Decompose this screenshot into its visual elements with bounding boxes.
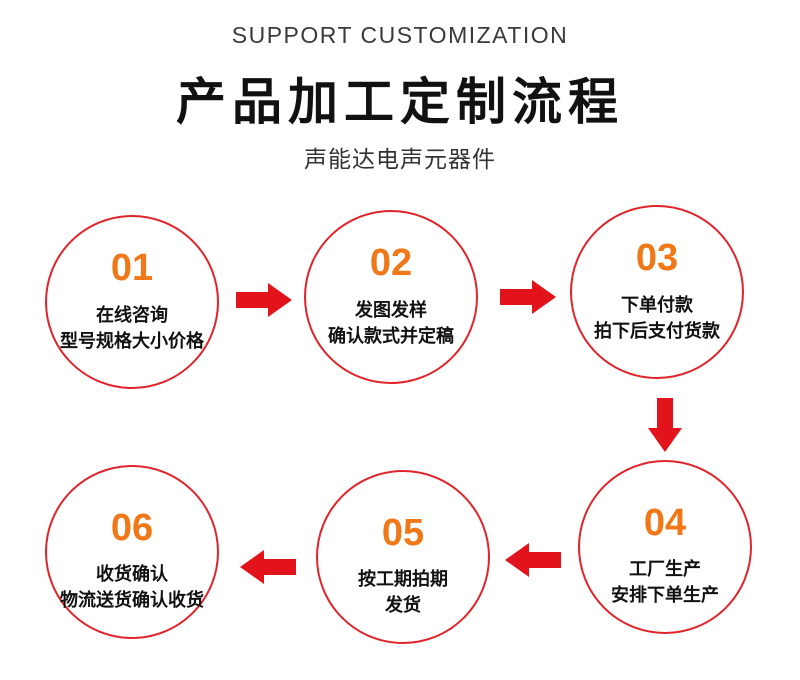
step-06-circle: 06 收货确认 物流送货确认收货	[45, 465, 219, 639]
step-title: 发图发样	[355, 300, 427, 321]
arrow-right-icon	[236, 283, 292, 317]
step-number: 03	[635, 237, 679, 279]
step-description: 物流送货确认收货	[60, 590, 204, 611]
arrow-right-icon	[500, 280, 556, 314]
arrow-left-icon	[505, 543, 561, 577]
step-description: 安排下单生产	[611, 585, 719, 606]
step-description: 发货	[385, 595, 421, 616]
step-01-circle: 01 在线咨询 型号规格大小价格	[45, 215, 219, 389]
step-03-circle: 03 下单付款 拍下后支付货款	[570, 205, 744, 379]
arrow-left-icon	[240, 550, 296, 584]
step-number: 01	[110, 247, 154, 289]
step-02-circle: 02 发图发样 确认款式并定稿	[304, 210, 478, 384]
step-title: 在线咨询	[96, 305, 168, 326]
step-04-circle: 04 工厂生产 安排下单生产	[578, 460, 752, 634]
subtitle-en: SUPPORT CUSTOMIZATION	[231, 22, 569, 48]
step-number: 04	[643, 502, 687, 544]
step-description: 型号规格大小价格	[60, 331, 204, 352]
page-title: 产品加工定制流程	[176, 73, 624, 131]
step-number: 02	[369, 242, 413, 284]
brand-subtitle: 声能达电声元器件	[304, 147, 496, 173]
arrow-down-icon	[648, 398, 682, 452]
step-number: 06	[110, 507, 154, 549]
step-title: 按工期拍期	[358, 569, 448, 590]
step-title: 下单付款	[621, 295, 693, 316]
step-title: 工厂生产	[629, 559, 701, 580]
step-05-circle: 05 按工期拍期 发货	[316, 470, 490, 644]
step-description: 拍下后支付货款	[594, 321, 720, 342]
step-description: 确认款式并定稿	[328, 326, 454, 347]
step-title: 收货确认	[96, 564, 168, 585]
step-number: 05	[381, 512, 425, 554]
